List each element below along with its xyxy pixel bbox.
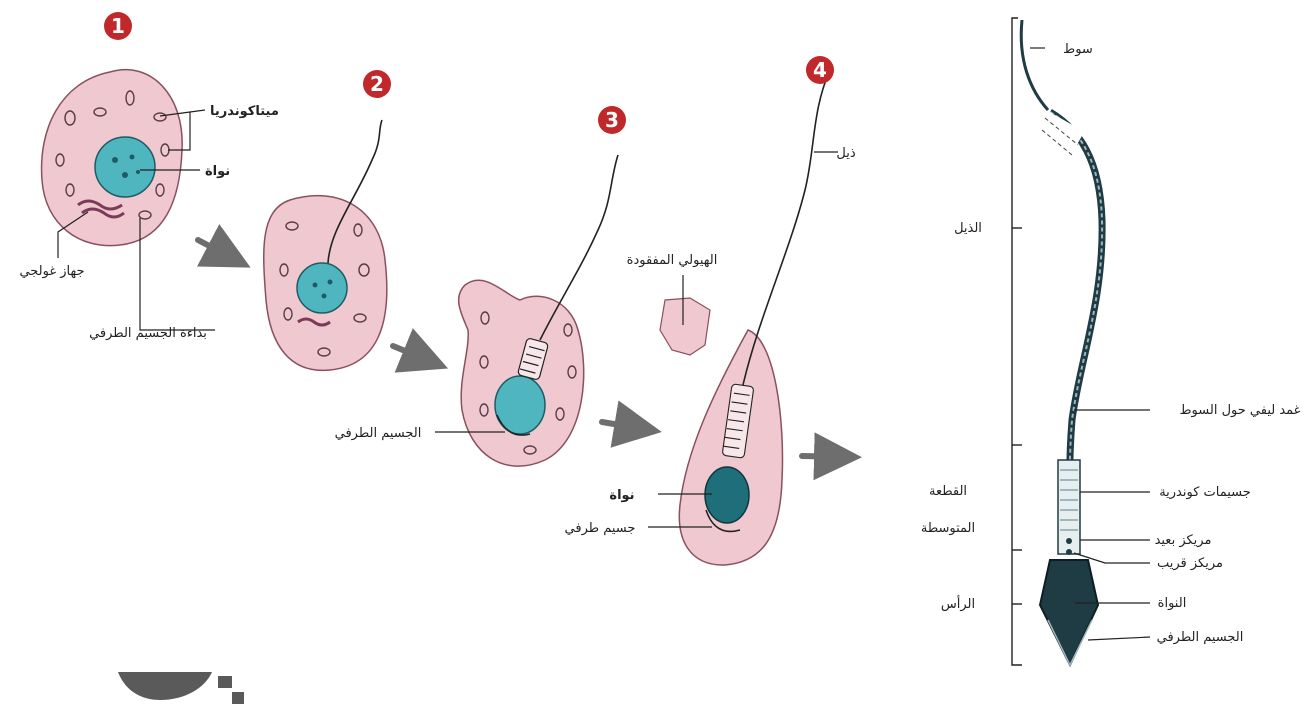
label-whip: سوط (1063, 42, 1093, 57)
label-golgi: جهاز غولجي (19, 264, 84, 279)
label-nucleus-1: نواة (205, 164, 230, 179)
watermark-shape-curve (118, 672, 212, 700)
stage-4-nucleus (705, 467, 749, 523)
label-distal-centriole: مريكز بعيد (1155, 533, 1212, 548)
mature-sperm: سوط غمد ليفي حول السوط جسيمات كوندرية مر… (921, 18, 1301, 665)
label-middle-piece-line1: القطعة (929, 484, 967, 499)
stage-1-nucleus (95, 137, 155, 197)
lost-cytoplasm-shape (660, 298, 710, 355)
sperm-end-piece (1021, 20, 1048, 110)
label-nucleus-4: نواة (609, 488, 634, 503)
label-middle-piece-line2: المتوسطة (921, 521, 975, 536)
arrow-1-2 (198, 240, 240, 262)
label-mitochondria-sperm: جسيمات كوندرية (1159, 485, 1251, 500)
stage-2-nucleus (297, 263, 347, 313)
badge-1: 1 (104, 12, 132, 40)
watermark-logo (118, 672, 244, 704)
label-mitochondria: ميتاكوندريا (210, 104, 279, 119)
lost-cytoplasm: الهيولي المفقودة (627, 253, 718, 355)
label-acrosome-3: الجسيم الطرفي (335, 426, 422, 441)
label-tail-4: ذيل (836, 146, 855, 161)
stage-2-spermatid: 2 (264, 70, 391, 370)
arrow-3-4 (602, 422, 650, 430)
label-fibrous-sheath: غمد ليفي حول السوط (1180, 403, 1301, 418)
sperm-head (1040, 560, 1098, 665)
label-proximal-centriole: مريكز قريب (1157, 556, 1223, 571)
region-bracket (1012, 18, 1022, 665)
watermark-shape-square-1 (218, 676, 232, 688)
badge-2: 2 (363, 70, 391, 98)
label-head-region: الرأس (941, 595, 975, 612)
badge-3-number: 3 (605, 108, 619, 132)
sperm-tail-gap (1036, 112, 1085, 156)
label-acrosome-4: جسيم طرفي (565, 521, 636, 536)
badge-4-number: 4 (813, 58, 827, 82)
sperm-distal-centriole (1066, 538, 1072, 544)
badge-4: 4 (806, 56, 834, 84)
label-lost-cytoplasm: الهيولي المفقودة (627, 253, 718, 268)
stage-1-spermatid: 1 ميتاكوندريا نواة جهاز غولجي بداءة الجس… (19, 12, 278, 341)
stage-4-flagellum (743, 70, 830, 385)
label-nucleus-sperm: النواة (1158, 596, 1187, 611)
watermark-shape-square-2 (232, 692, 244, 704)
sperm-proximal-centriole (1066, 549, 1072, 555)
label-tail-region: الذيل (954, 221, 982, 236)
label-acrosome-sperm: الجسيم الطرفي (1157, 630, 1244, 645)
badge-1-number: 1 (111, 14, 125, 38)
arrow-4-final (802, 456, 850, 457)
arrow-2-3 (393, 346, 437, 364)
badge-3: 3 (598, 106, 626, 134)
label-acrosome-start: بداءة الجسيم الطرفي (89, 326, 207, 341)
badge-2-number: 2 (370, 72, 384, 96)
